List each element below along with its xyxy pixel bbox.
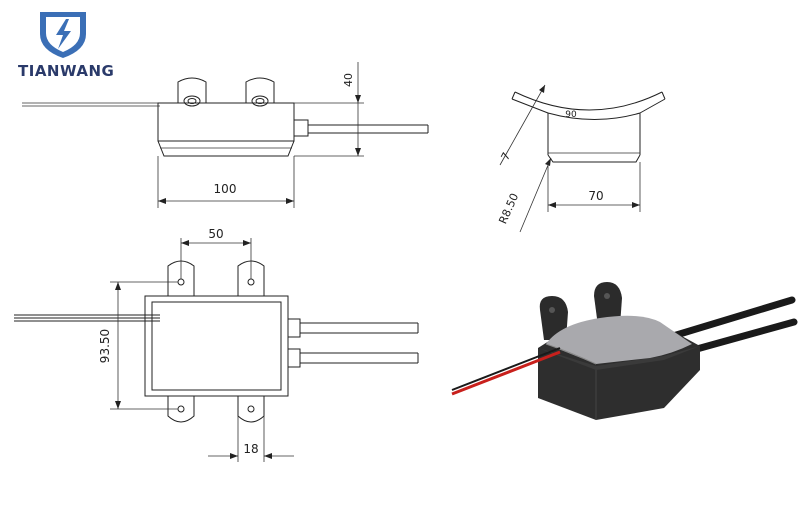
plan-view-drawing [14, 238, 419, 462]
dim-side-radius: R8.50 [496, 191, 521, 226]
dim-side-width: 70 [588, 189, 603, 203]
product-render [451, 282, 798, 420]
shield-lightning-icon [40, 12, 86, 58]
dim-top-length: 100 [214, 182, 237, 196]
dim-top-height: 40 [342, 73, 355, 87]
end-view-drawing [499, 84, 666, 233]
dim-plan-tab: 18 [243, 442, 258, 456]
dim-side-90: 90 [565, 110, 577, 120]
side-view-drawing [22, 62, 429, 208]
dim-side-7: 7 [499, 150, 514, 162]
brand-name: TIANWANG [18, 62, 115, 80]
dim-plan-height: 93.50 [98, 329, 112, 363]
dim-plan-spacing: 50 [208, 227, 223, 241]
